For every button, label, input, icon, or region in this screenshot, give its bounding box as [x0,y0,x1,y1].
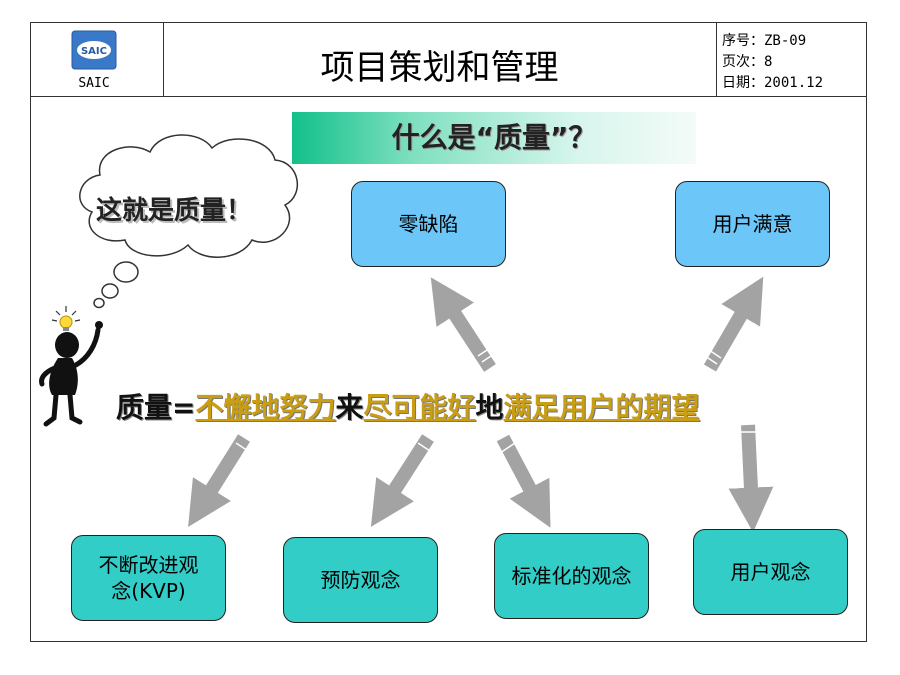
date-row: 日期：2001.12 [722,74,823,92]
kvp-line1: 不断改进观 [98,553,199,577]
formula-lead: 质量= [116,391,196,424]
customer-satisfaction-label: 用户满意 [712,212,793,236]
date-value: 2001.12 [764,75,824,91]
formula-join2: 地 [475,391,504,424]
arrow-stripes [235,343,758,456]
user-concept-box: 用户观念 [693,529,848,615]
kvp-concept-box: 不断改进观 念(KVP) [71,535,226,621]
zero-defect-label: 零缺陷 [398,212,459,236]
user-concept-label: 用户观念 [730,560,811,584]
formula-join1: 来 [335,391,364,424]
page-value: 8 [764,54,773,70]
customer-satisfaction-box: 用户满意 [675,181,830,267]
page-label: 页次： [722,54,764,70]
logo-caption: SAIC [78,76,110,91]
formula-expectation: 满足用户的期望 [503,391,700,424]
thought-text: 这就是质量！ [96,196,253,226]
page-row: 页次：8 [722,53,772,71]
quality-definition: 质量=不懈地努力来尽可能好地满足用户的期望 [116,388,700,428]
date-label: 日期： [722,75,764,91]
arrow-to-kvp [188,434,250,527]
question-banner-text: 什么是“质量”？ [391,121,597,154]
saic-logo-icon: SAIC [71,30,117,70]
arrow-to-prevention [370,434,434,527]
header-divider [30,96,867,97]
serial-value: ZB-09 [764,33,807,49]
standardization-concept-box: 标准化的观念 [494,533,649,619]
header-divider-right [716,22,717,96]
zero-defect-box: 零缺陷 [351,181,506,267]
arrow-to-user [728,424,774,533]
prevention-concept-box: 预防观念 [283,537,438,623]
standardization-label: 标准化的观念 [511,564,632,588]
page-title: 项目策划和管理 [320,48,559,88]
slide-frame [30,22,867,642]
arrow-to-standardization [496,434,551,528]
question-banner [292,112,696,164]
formula-effort: 不懈地努力 [195,391,336,424]
thinking-figure-icon [39,306,103,427]
thought-cloud-icon [79,134,299,309]
formula-best: 尽可能好 [363,391,476,424]
arrow-to-zero-defect [430,277,496,372]
serial-label: 序号： [722,33,764,49]
flow-arrows [188,276,774,533]
kvp-line2: 念(KVP) [111,579,186,603]
header-divider-left [163,22,164,96]
prevention-label: 预防观念 [320,568,401,592]
serial-row: 序号：ZB-09 [722,32,806,50]
logo-badge-text: SAIC [81,46,107,57]
arrow-to-satisfaction [703,276,764,372]
